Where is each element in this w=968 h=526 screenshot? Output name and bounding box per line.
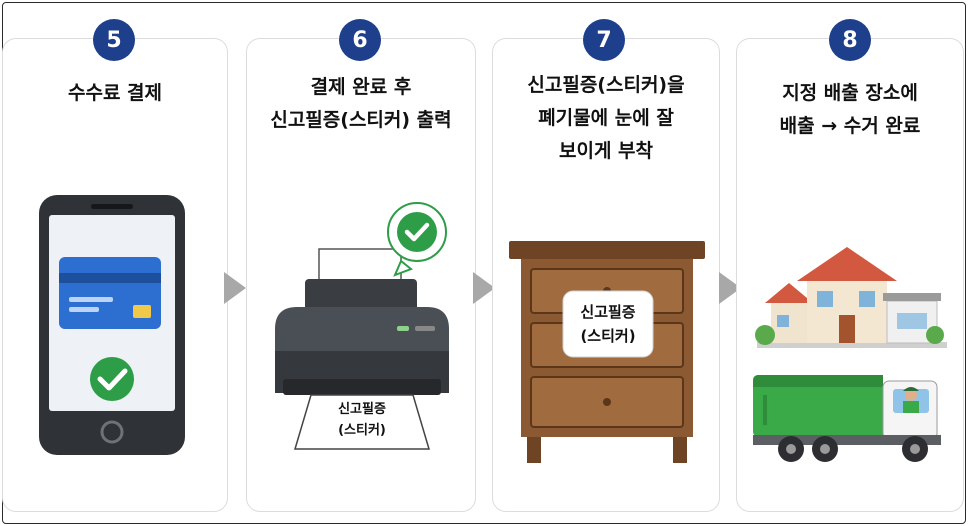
step-badge-6: 6 (339, 19, 381, 61)
step-badge-8: 8 (829, 19, 871, 61)
check-icon (387, 202, 447, 277)
credit-card-icon (59, 257, 161, 329)
step-7-title: 신고필증(스티커)을 폐기물에 눈에 잘 보이게 부착 (527, 74, 685, 162)
dresser-sticker-line1: 신고필증 (580, 303, 635, 321)
step-8-title: 지정 배출 장소에 배출 → 수거 완료 (779, 82, 921, 137)
dresser-icon: 신고필증 (스티커) (509, 241, 705, 463)
step-6-title: 결제 완료 후 신고필증(스티커) 출력 (270, 76, 452, 131)
house-icon (755, 247, 947, 348)
check-icon (90, 357, 134, 401)
arrow-icon (224, 272, 246, 304)
step-card-6: 결제 완료 후 신고필증(스티커) 출력 신고필증 (스티커) (246, 38, 476, 512)
arrow-icon (719, 272, 741, 304)
arrow-icon (473, 272, 495, 304)
step-badge-5: 5 (93, 19, 135, 61)
dresser-sticker-line2: (스티커) (580, 327, 635, 345)
printer-sticker-line1: 신고필증 (338, 402, 386, 417)
step-5-title: 수수료 결제 (67, 82, 162, 104)
step-card-5: 수수료 결제 (2, 38, 228, 512)
step-card-7: 신고필증(스티커)을 폐기물에 눈에 잘 보이게 부착 신고필증 (스티커) (492, 38, 720, 512)
printer-icon: 신고필증 (스티커) (275, 202, 449, 450)
garbage-truck-icon (753, 375, 941, 462)
smartphone-icon (39, 195, 185, 455)
step-badge-7: 7 (583, 19, 625, 61)
step-card-8: 지정 배출 장소에 배출 → 수거 완료 (736, 38, 964, 512)
printer-sticker-line2: (스티커) (338, 422, 386, 438)
